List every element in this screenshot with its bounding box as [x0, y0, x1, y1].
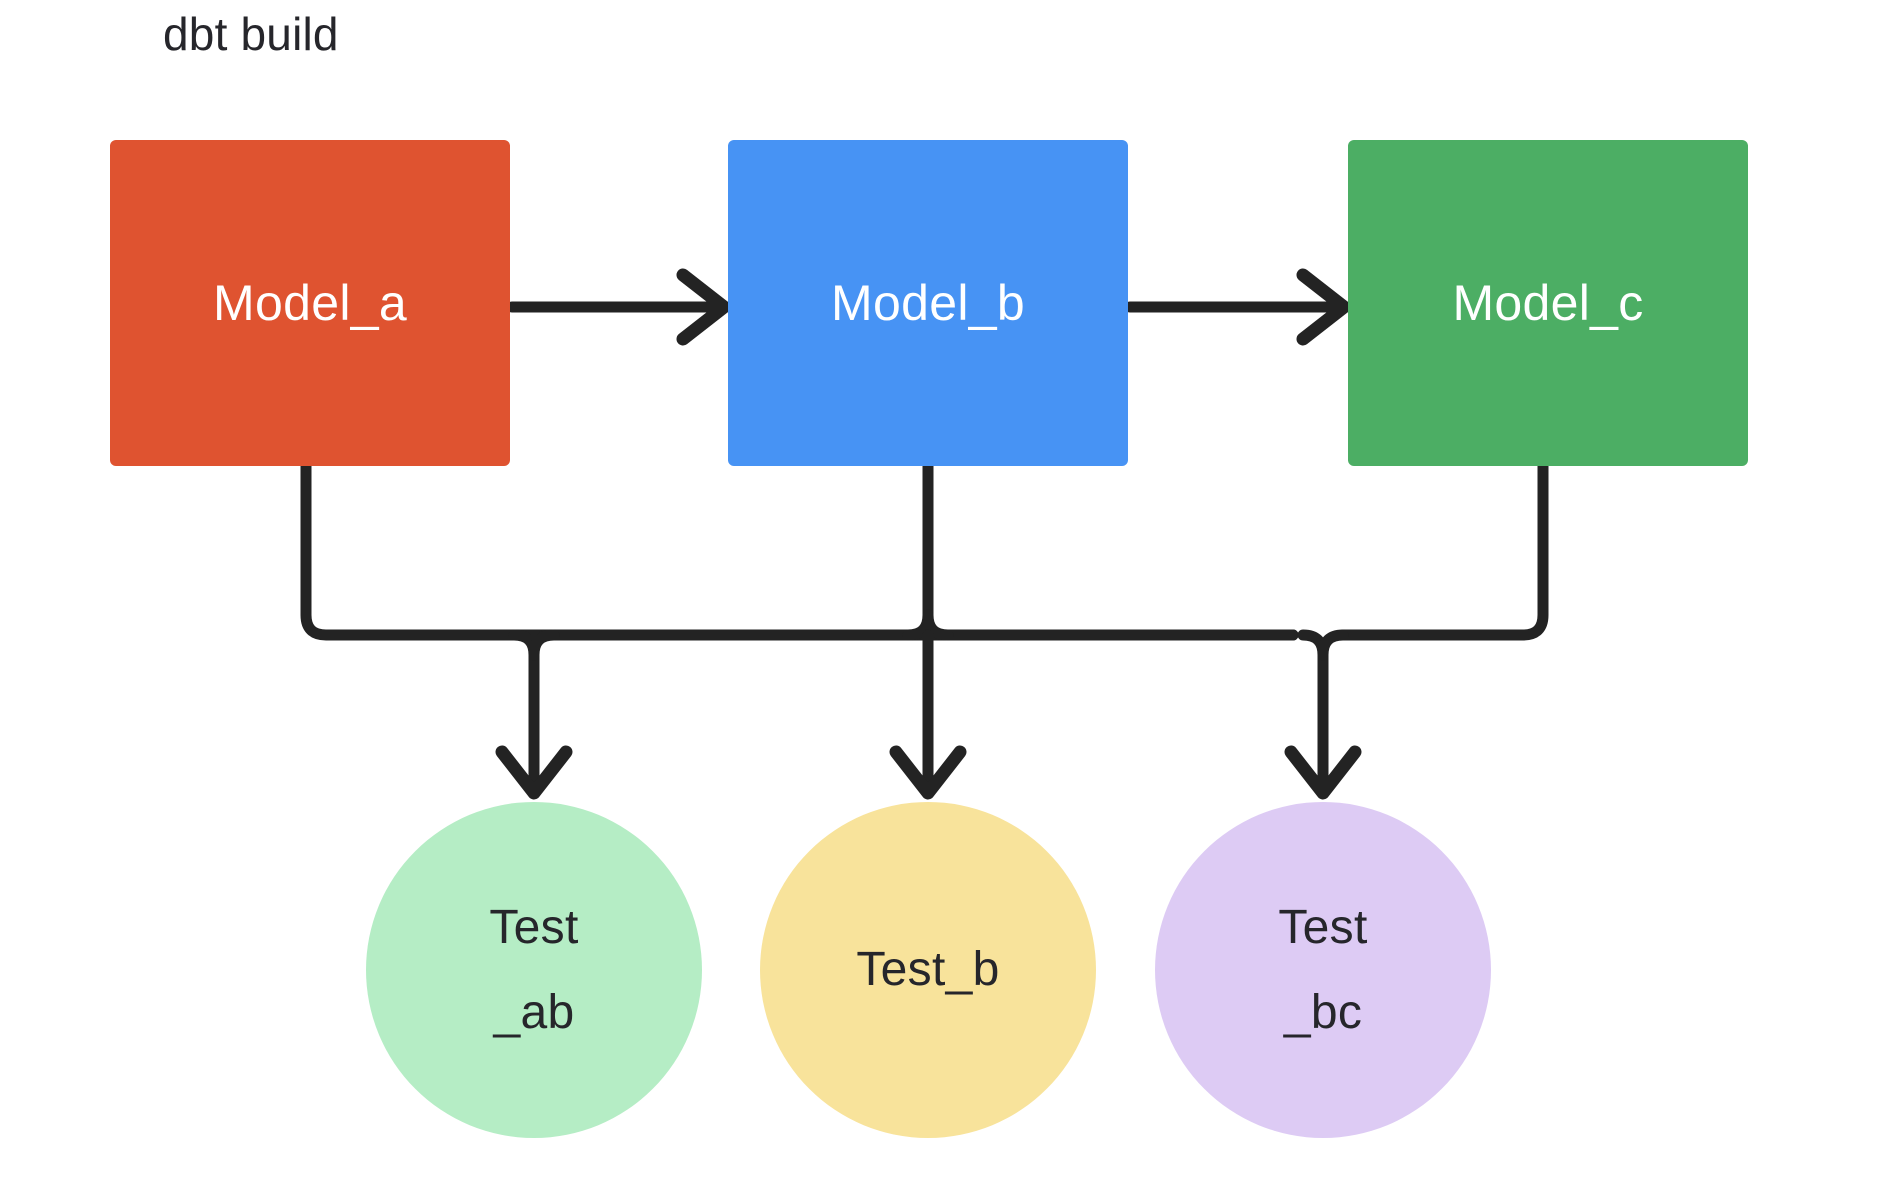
test-node-label-line2: _bc: [1283, 986, 1363, 1039]
edge-model-b-to-bus: [538, 460, 1299, 641]
model-node-label: Model_b: [831, 274, 1025, 331]
edge-bus-to-test-ab: [495, 629, 573, 800]
model-node-model-b[interactable]: Model_b: [728, 140, 1128, 466]
model-node-label: Model_c: [1452, 274, 1644, 331]
test-node-test-bc[interactable]: Test _bc: [1155, 802, 1491, 1138]
edge-model-b-to-model-c: [1124, 268, 1351, 346]
edge-model-a-to-bus: [300, 460, 1299, 641]
model-node-model-a[interactable]: Model_a: [110, 140, 510, 466]
test-node-label-line1: Test: [1278, 900, 1368, 954]
edge-bus-to-test-bc: [1284, 629, 1362, 800]
model-node-label: Model_a: [213, 274, 407, 331]
model-node-model-c[interactable]: Model_c: [1348, 140, 1748, 466]
edge-model-c-to-bus: [1337, 460, 1549, 641]
diagram-title: dbt build: [163, 8, 339, 60]
test-node-test-ab[interactable]: Test _ab: [366, 802, 702, 1138]
test-node-test-b[interactable]: Test_b: [760, 802, 1096, 1138]
test-node-label-line1: Test_b: [856, 943, 1000, 997]
edge-model-a-to-model-b: [506, 268, 731, 346]
test-node-label-line2: _ab: [493, 986, 575, 1039]
edge-model-b-to-test-b: [889, 629, 967, 800]
test-node-label-line1: Test: [489, 900, 579, 954]
